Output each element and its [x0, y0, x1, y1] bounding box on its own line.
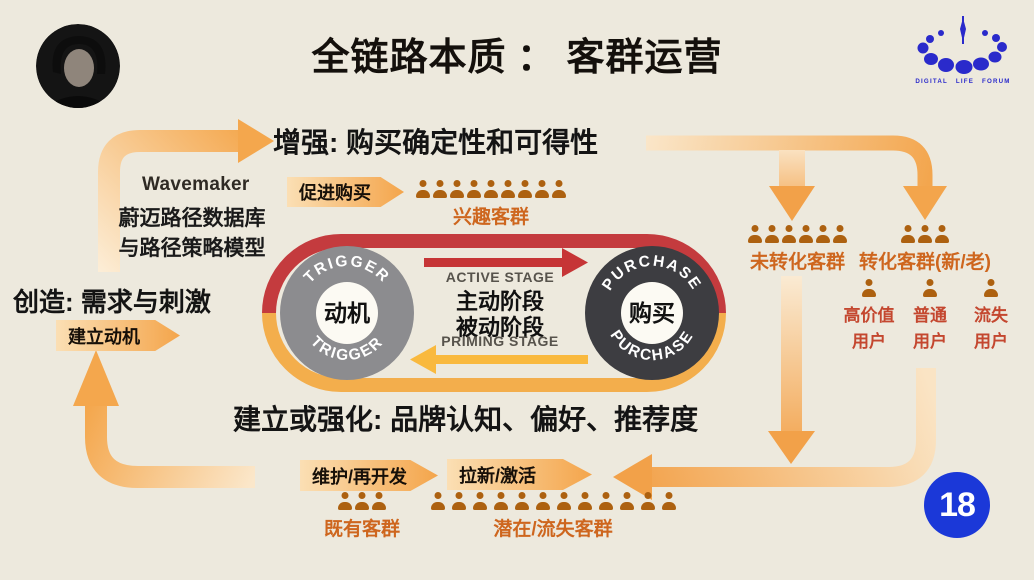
build-heading: 建立或强化: 品牌认知、偏好、推荐度 [233, 404, 699, 435]
person-icon [901, 225, 915, 243]
person-icon [552, 180, 566, 198]
loop-band-red [262, 234, 726, 314]
person-icon [473, 492, 487, 510]
person-icon [918, 225, 932, 243]
wavemaker-note: 蔚迈路径数据库 与路径策略模型 [110, 204, 274, 264]
unconverted-group-label: 未转化客群 [749, 252, 845, 273]
active-stage-arrow [424, 248, 588, 277]
high-value-line2: 用户 [852, 331, 886, 351]
purchase-label-zh: 购买 [629, 300, 675, 326]
flow-arrow-topleft-curve [98, 119, 274, 272]
converted-group-label: 转化客群(新/老) [859, 252, 991, 273]
priming-stage-zh: 被动阶段 [455, 315, 544, 340]
converted-group: 转化客群(新/老) [858, 225, 992, 274]
maintain-badge: 维护/再开发 [300, 460, 438, 491]
existing-group-label: 既有客群 [323, 519, 400, 540]
wavemaker-note-line2: 与路径策略模型 [118, 237, 266, 260]
interest-group-label: 兴趣客群 [452, 207, 529, 228]
ordinary-line1: 普通 [913, 306, 947, 325]
person-icon [535, 180, 549, 198]
converted-group-icons [901, 225, 949, 243]
person-icon [578, 492, 592, 510]
person-icon [518, 180, 532, 198]
person-icon [816, 225, 830, 243]
create-heading: 创造: 需求与刺激 [13, 287, 211, 317]
person-icon [467, 180, 481, 198]
active-stage-en: ACTIVE STAGE [445, 269, 555, 285]
acquire-badge: 拉新/激活 [447, 459, 592, 490]
priming-stage-arrow [410, 345, 588, 374]
person-icon [484, 180, 498, 198]
purchase-node: PURCHASE PURCHASE 购买 [585, 246, 719, 380]
trigger-node: TRIGGER TRIGGER 动机 [280, 246, 414, 380]
person-icon [935, 225, 949, 243]
person-icon [765, 225, 779, 243]
interest-group-icons [416, 180, 566, 198]
person-icon [372, 492, 386, 510]
person-icon [515, 492, 529, 510]
build-motivation-badge: 建立动机 [56, 320, 180, 351]
promote-purchase-badge: 促进购买 [287, 177, 404, 207]
avatar-portrait [36, 24, 120, 108]
forum-logo-text: DIGITAL LIFE FORUM [915, 78, 1010, 85]
high-value-user-column: 高价值 用户 [834, 279, 904, 354]
person-icon [748, 225, 762, 243]
churned-line1: 流失 [974, 306, 1008, 325]
person-icon [450, 180, 464, 198]
potential-group-icons [431, 492, 676, 510]
wavemaker-note-line1: 蔚迈路径数据库 [118, 207, 266, 230]
potential-group: 潜在/流失客群 [420, 492, 686, 541]
person-icon [620, 492, 634, 510]
forum-logo-mark: DIGITAL LIFE FORUM [915, 16, 1010, 85]
churned-line2: 用户 [974, 331, 1008, 351]
ordinary-user-column: 普通 用户 [898, 279, 962, 354]
unconverted-group: 未转化客群 [740, 225, 855, 274]
person-icon [599, 492, 613, 510]
person-icon [923, 279, 937, 297]
person-icon [355, 492, 369, 510]
potential-group-label: 潜在/流失客群 [493, 519, 613, 540]
wavemaker-brand: Wavemaker [142, 174, 250, 195]
churned-user-label: 流失 用户 [974, 303, 1008, 354]
person-icon [782, 225, 796, 243]
person-icon [536, 492, 550, 510]
page-number-badge: 18 [924, 472, 990, 538]
slide-title: 全链路本质 ： 客群运营 [311, 37, 723, 79]
flow-arrow-right-down-left [613, 368, 936, 500]
person-icon [984, 279, 998, 297]
active-stage-zh: 主动阶段 [455, 289, 544, 314]
person-icon [833, 225, 847, 243]
person-icon [431, 492, 445, 510]
person-icon [452, 492, 466, 510]
presenter-avatar [36, 24, 120, 108]
person-icon [338, 492, 352, 510]
loop-band-yellow [262, 312, 726, 392]
existing-group: 既有客群 [318, 492, 406, 541]
trigger-label-zh: 动机 [324, 300, 370, 326]
priming-stage-en: PRIMING STAGE [441, 333, 559, 349]
person-icon [416, 180, 430, 198]
high-value-line1: 高价值 [843, 306, 895, 325]
person-icon [862, 279, 876, 297]
high-value-user-label: 高价值 用户 [844, 303, 895, 354]
person-icon [494, 492, 508, 510]
unconverted-group-icons [748, 225, 847, 243]
person-icon [557, 492, 571, 510]
enhance-heading: 增强: 购买确定性和可得性 [273, 127, 599, 158]
interest-group: 兴趣客群 [406, 180, 576, 229]
person-icon [501, 180, 515, 198]
forum-logo: DIGITAL LIFE FORUM [900, 12, 1026, 88]
ordinary-user-label: 普通 用户 [913, 303, 947, 354]
churned-user-column: 流失 用户 [958, 279, 1024, 354]
flow-arrow-mid-drop [768, 276, 815, 464]
flow-arrow-bottomleft-up [73, 350, 255, 488]
ordinary-line2: 用户 [913, 331, 947, 351]
person-icon [662, 492, 676, 510]
flow-arrow-top-bar-right [646, 135, 947, 221]
person-icon [799, 225, 813, 243]
existing-group-icons [338, 492, 386, 510]
person-icon [641, 492, 655, 510]
person-icon [433, 180, 447, 198]
